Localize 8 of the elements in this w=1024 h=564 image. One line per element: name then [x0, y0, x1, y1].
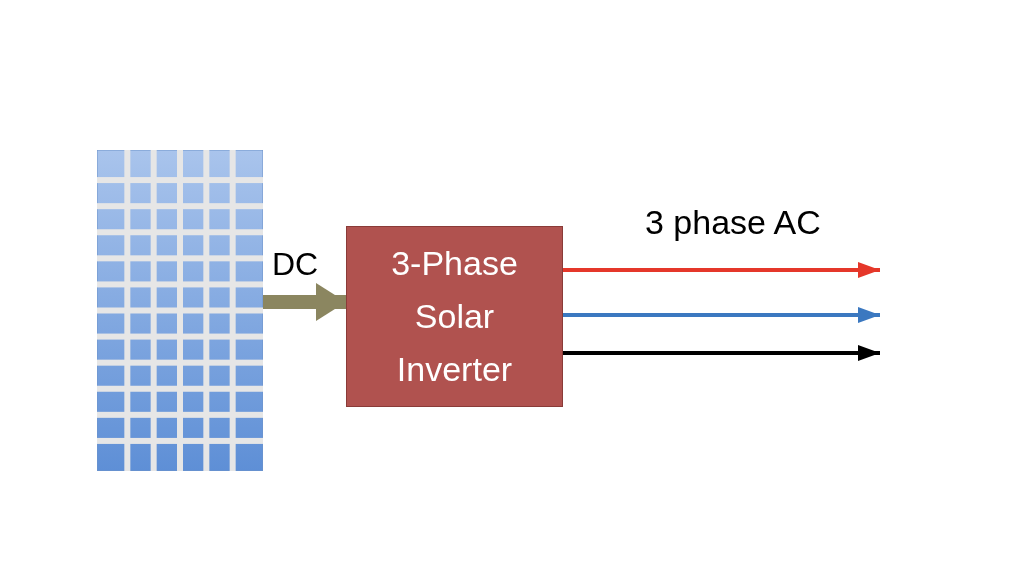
inverter-box: [346, 226, 563, 407]
edge-label: DC: [272, 246, 319, 283]
output-label: 3 phase AC: [645, 203, 821, 242]
arrow: [563, 262, 880, 278]
arrow: [563, 345, 880, 361]
node-label: 3-Phase Solar Inverter: [390, 243, 519, 390]
arrow: [563, 307, 880, 323]
arrow: [263, 283, 346, 321]
